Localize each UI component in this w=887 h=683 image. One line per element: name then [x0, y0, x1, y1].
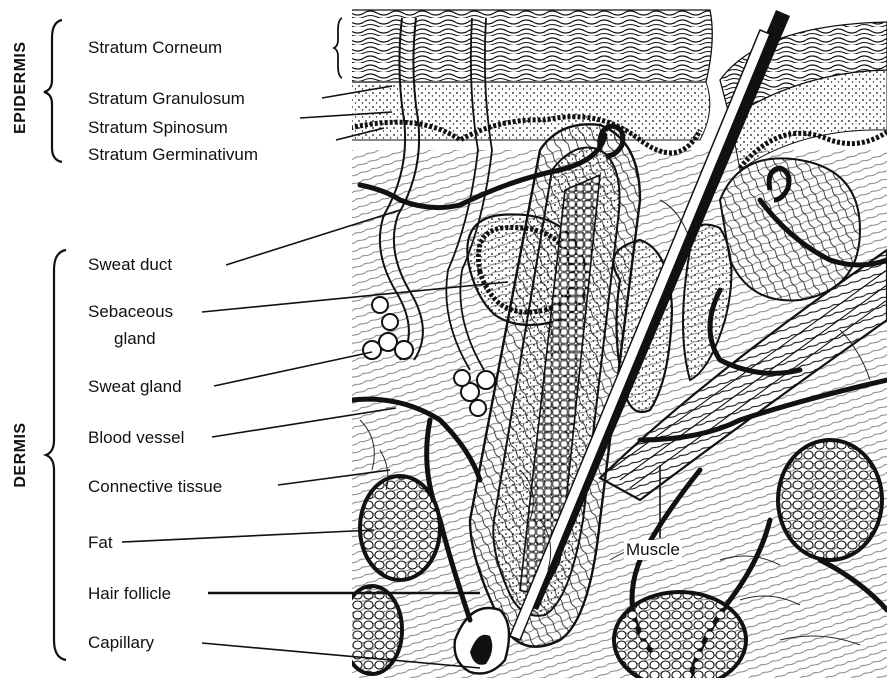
dermis-bracket — [46, 250, 66, 660]
label-capillary: Capillary — [88, 633, 154, 653]
label-sebaceous-gland-line1: Sebaceous — [88, 302, 173, 322]
label-stratum-germinativum: Stratum Germinativum — [88, 145, 258, 165]
label-stratum-corneum: Stratum Corneum — [88, 38, 222, 58]
label-connective-tissue: Connective tissue — [88, 477, 222, 497]
label-hair-follicle: Hair follicle — [88, 584, 171, 604]
label-fat: Fat — [88, 533, 113, 553]
label-stratum-spinosum: Stratum Spinosum — [88, 118, 228, 138]
label-sweat-gland: Sweat gland — [88, 377, 182, 397]
tissue-drawing — [342, 10, 887, 678]
epidermis-section-label: EPIDERMIS — [12, 44, 30, 134]
dermis-section-label: DERMIS — [12, 420, 30, 490]
label-muscle: Muscle — [624, 540, 682, 560]
label-blood-vessel: Blood vessel — [88, 428, 184, 448]
label-sweat-duct: Sweat duct — [88, 255, 172, 275]
epidermis-bracket — [44, 20, 62, 162]
label-sebaceous-gland-line2: gland — [114, 329, 156, 349]
label-stratum-granulosum: Stratum Granulosum — [88, 89, 245, 109]
